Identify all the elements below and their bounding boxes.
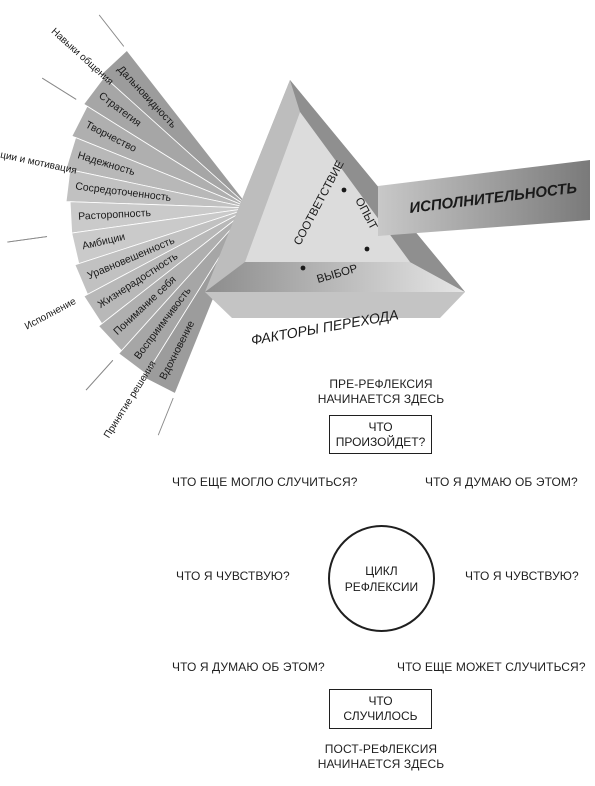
fan-group-label: Исполнение <box>23 296 78 332</box>
fan-group-label: Эмоции и мотивация <box>0 146 78 177</box>
what-i-think-bottom: ЧТО Я ДУМАЮ ОБ ЭТОМ? <box>172 660 325 674</box>
triangle-bottom-face <box>205 262 465 292</box>
reflection-cycle-line2: РЕФЛЕКСИИ <box>344 579 419 594</box>
what-i-think-top: ЧТО Я ДУМАЮ ОБ ЭТОМ? <box>425 475 578 489</box>
transition-triangle <box>205 80 465 318</box>
post-reflection-label: ПОСТ-РЕФЛЕКСИЯ НАЧИНАЕТСЯ ЗДЕСЬ <box>318 742 445 772</box>
what-else-may-happen: ЧТО ЕЩЕ МОЖЕТ СЛУЧИТЬСЯ? <box>397 660 586 674</box>
what-will-happen-box: ЧТО ПРОИЗОЙДЕТ? <box>329 415 432 454</box>
pre-reflection-line1: ПРЕ-РЕФЛЕКСИЯ <box>329 377 433 391</box>
skills-fan: ДальновидностьСтратегияТворчествоНадежно… <box>0 14 251 440</box>
pre-reflection-label: ПРЕ-РЕФЛЕКСИЯ НАЧИНАЕТСЯ ЗДЕСЬ <box>318 377 445 407</box>
what-will-happen-line1: ЧТО <box>368 420 393 434</box>
what-will-happen-line2: ПРОИЗОЙДЕТ? <box>335 435 426 449</box>
what-i-feel-left: ЧТО Я ЧУВСТВУЮ? <box>176 569 290 583</box>
reflection-cycle-circle: ЦИКЛ РЕФЛЕКСИИ <box>328 525 435 632</box>
fan-group-divider <box>85 360 114 391</box>
post-reflection-line2: НАЧИНАЕТСЯ ЗДЕСЬ <box>317 757 445 771</box>
triangle-left-face <box>205 80 300 292</box>
what-happened-line2: СЛУЧИЛОСЬ <box>343 709 418 723</box>
what-happened-line1: ЧТО <box>368 694 393 708</box>
what-else-could-happen: ЧТО ЕЩЕ МОГЛО СЛУЧИТЬСЯ? <box>172 475 358 489</box>
reflection-cycle-line1: ЦИКЛ <box>365 563 398 578</box>
fan-group-label: Навыки общения <box>49 25 116 87</box>
fan-group-divider <box>41 77 77 100</box>
cycle-dot <box>364 246 370 252</box>
fan-group-divider <box>98 14 125 47</box>
what-i-feel-right: ЧТО Я ЧУВСТВУЮ? <box>465 569 579 583</box>
fan-group-divider <box>7 236 48 243</box>
pre-reflection-line2: НАЧИНАЕТСЯ ЗДЕСЬ <box>317 392 445 406</box>
what-happened-box: ЧТО СЛУЧИЛОСЬ <box>329 689 432 729</box>
fan-group-divider <box>157 397 174 436</box>
cycle-dot <box>341 187 347 193</box>
triangle-right-face <box>290 80 465 292</box>
triangle-bottom-shadow <box>205 292 465 318</box>
cycle-dot <box>300 265 306 271</box>
triangle-inner <box>245 112 410 262</box>
post-reflection-line1: ПОСТ-РЕФЛЕКСИЯ <box>324 742 438 756</box>
fan-group-label: Принятие решения <box>102 359 158 440</box>
fan-skill-label: Расторопность <box>78 207 152 223</box>
output-beam <box>378 160 590 236</box>
